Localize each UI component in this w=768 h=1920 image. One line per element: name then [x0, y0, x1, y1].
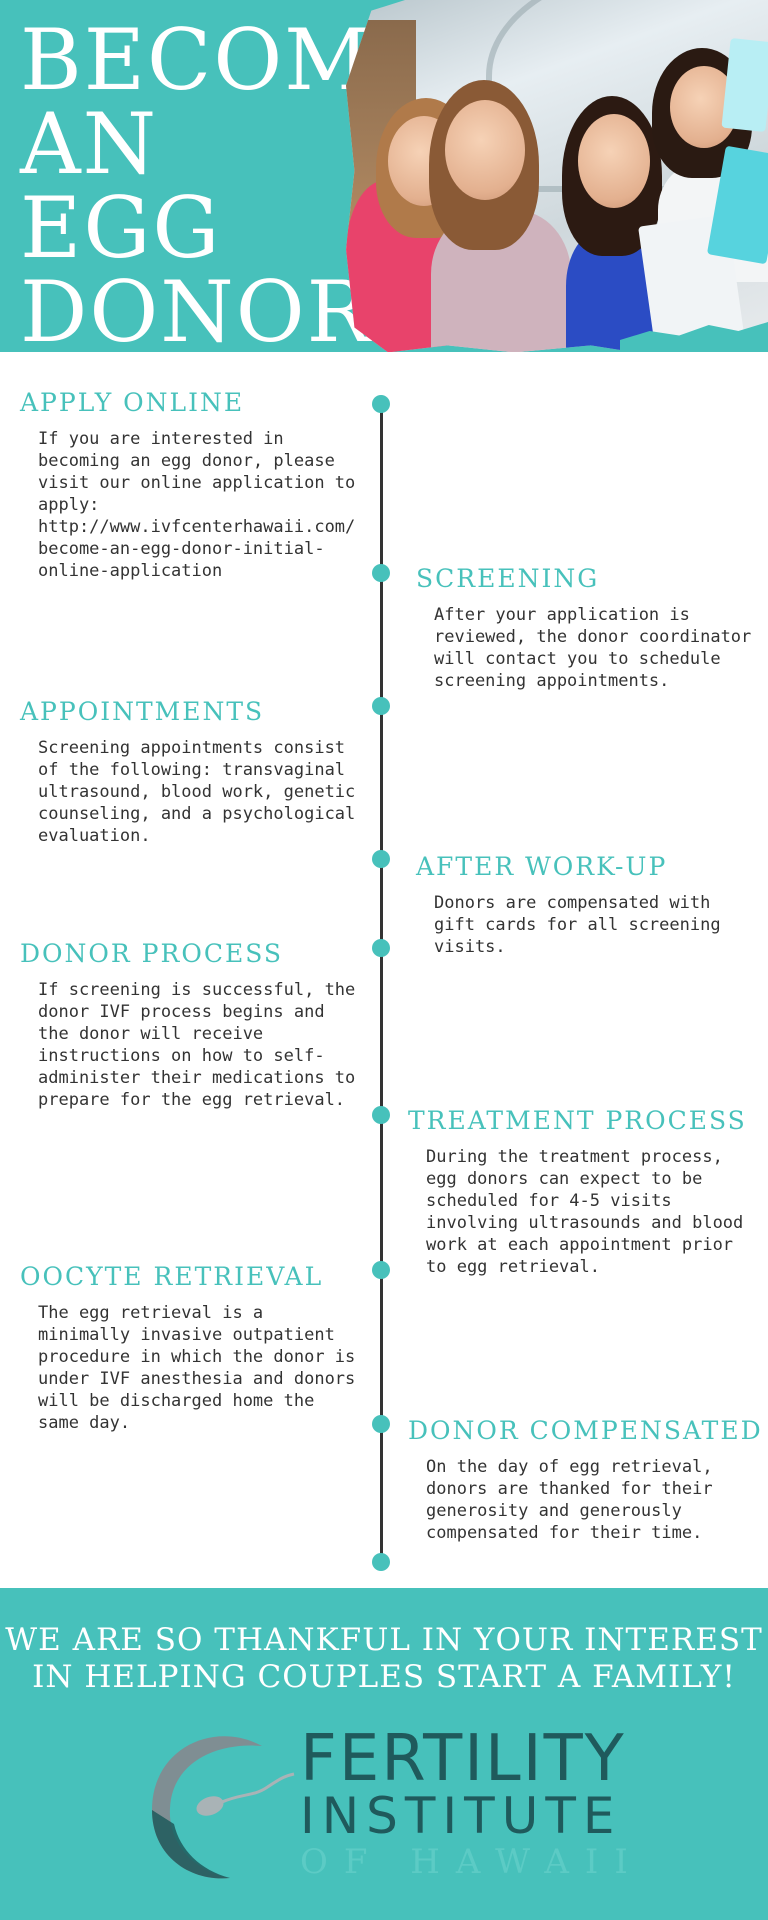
step-description: On the day of egg retrieval, donors are … [426, 1457, 713, 1543]
step-description: The egg retrieval is a minimally invasiv… [38, 1303, 356, 1433]
fertility-institute-logo: FERTILITY INSTITUTE OF HAWAII [144, 1724, 644, 1894]
step-description: If you are interested in becoming an egg… [38, 429, 356, 581]
hero-title-line: EGG [20, 179, 222, 277]
timeline-dot-icon [372, 1415, 390, 1433]
timeline-dot-icon [372, 939, 390, 957]
step-after-work-up: AFTER WORK-UP Donors are compensated wit… [416, 852, 756, 958]
fertility-logo-icon [152, 1736, 295, 1879]
step-description: If screening is successful, the donor IV… [38, 980, 356, 1110]
step-description: After your application is reviewed, the … [434, 605, 752, 691]
step-oocyte-retrieval: OOCYTE RETRIEVAL The egg retrieval is a … [20, 1262, 360, 1434]
timeline-dot-icon [372, 1106, 390, 1124]
thank-you-message: WE ARE SO THANKFUL IN YOUR INTEREST IN H… [0, 1622, 768, 1696]
step-treatment-process: TREATMENT PROCESS During the treatment p… [408, 1106, 758, 1278]
step-title: TREATMENT PROCESS [408, 1106, 747, 1135]
step-donor-compensated: DONOR COMPENSATED On the day of egg retr… [408, 1416, 763, 1544]
hero-title-line: AN [20, 95, 159, 193]
step-title: AFTER WORK-UP [416, 852, 668, 881]
timeline-line [380, 402, 383, 1562]
timeline-dot-icon [372, 697, 390, 715]
step-screening: SCREENING After your application is revi… [416, 564, 756, 692]
thank-you-line: WE ARE SO THANKFUL IN YOUR INTEREST [5, 1622, 763, 1658]
step-title: DONOR PROCESS [20, 939, 284, 968]
step-description: Donors are compensated with gift cards f… [434, 893, 721, 957]
step-apply-online: APPLY ONLINE If you are interested in be… [20, 388, 360, 582]
step-title: APPOINTMENTS [20, 697, 265, 726]
timeline-dot-icon [372, 395, 390, 413]
shopping-bag [721, 37, 768, 133]
step-appointments: APPOINTMENTS Screening appointments cons… [20, 697, 360, 847]
timeline-dot-icon [372, 564, 390, 582]
step-title: APPLY ONLINE [20, 388, 245, 417]
women-photo [346, 0, 768, 352]
step-title: OOCYTE RETRIEVAL [20, 1262, 324, 1291]
step-title: DONOR COMPENSATED [408, 1416, 763, 1445]
timeline-dot-icon [372, 1261, 390, 1279]
thank-you-line: IN HELPING COUPLES START A FAMILY! [32, 1659, 736, 1695]
logo-word-fertility: FERTILITY [300, 1722, 626, 1796]
hero-title-line: BECOME [20, 11, 436, 109]
footer-banner: WE ARE SO THANKFUL IN YOUR INTEREST IN H… [0, 1588, 768, 1920]
logo-word-of-hawaii: OF HAWAII [300, 1842, 644, 1882]
header-banner: BECOME AN EGG DONOR [0, 0, 768, 352]
timeline-dot-icon [372, 1553, 390, 1571]
step-description: Screening appointments consist of the fo… [38, 738, 356, 846]
timeline-dot-icon [372, 850, 390, 868]
step-title: SCREENING [416, 564, 600, 593]
hero-title-line: DONOR [20, 263, 372, 352]
hero-title: BECOME AN EGG DONOR [20, 11, 436, 352]
logo-word-institute: INSTITUTE [300, 1787, 622, 1845]
step-description: During the treatment process, egg donors… [426, 1147, 744, 1277]
step-donor-process: DONOR PROCESS If screening is successful… [20, 939, 360, 1111]
